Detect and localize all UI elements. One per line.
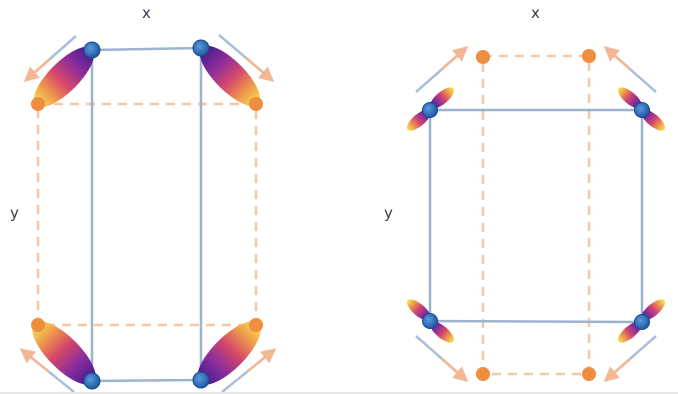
right-panel (406, 46, 666, 382)
orange-node (582, 49, 596, 63)
blue-node (634, 102, 650, 118)
left-orange-nodes (31, 97, 263, 332)
lobe-bottom-left-b (429, 321, 455, 343)
blue-node (192, 371, 210, 389)
bottom-divider (0, 392, 678, 394)
right-y-axis-label: y (384, 204, 393, 222)
lobe-bottom-left (32, 321, 96, 385)
orange-node (31, 97, 45, 111)
blue-node (634, 314, 650, 330)
lobe-bottom-right-a (640, 299, 666, 321)
orange-node (249, 97, 263, 111)
blue-node (83, 372, 101, 390)
lobe-top-left-a (429, 87, 455, 109)
right-arrows (415, 46, 657, 382)
orange-node (476, 367, 490, 381)
arrow-top-right-head (603, 46, 631, 70)
blue-node (192, 39, 210, 57)
lobe-top-left (33, 46, 95, 108)
left-y-axis-label: y (10, 204, 19, 222)
blue-node (422, 313, 438, 329)
blue-node (83, 41, 101, 59)
arrow-top-right-head (245, 57, 275, 82)
arrow-bottom-right-head (247, 348, 277, 372)
arrow-top-left-head (23, 58, 51, 82)
arrow-bottom-right-head (603, 358, 631, 382)
left-x-axis-label: x (142, 4, 151, 22)
right-solid-frame (428, 108, 644, 324)
right-orange-nodes (476, 49, 596, 381)
left-blue-nodes (83, 39, 210, 390)
blue-node (422, 102, 438, 118)
orange-node (476, 50, 490, 64)
arrow-bottom-left-head (441, 358, 469, 382)
left-arrows (19, 34, 277, 393)
lobe-top-right-a (617, 87, 643, 109)
left-dashed-frame (36, 102, 258, 327)
orange-node (582, 367, 596, 381)
right-lobes (406, 87, 666, 343)
orange-node (249, 318, 263, 332)
right-blue-nodes (422, 102, 650, 330)
left-solid-frame (90, 46, 203, 383)
lobe-bottom-right (197, 321, 261, 385)
right-dashed-frame (481, 54, 591, 376)
left-panel (19, 34, 277, 393)
left-lobes (32, 45, 261, 385)
arrow-bottom-left-head (19, 348, 49, 372)
lobe-top-right (199, 45, 261, 107)
arrow-top-left-head (441, 46, 469, 70)
right-x-axis-label: x (531, 4, 540, 22)
orange-node (31, 318, 45, 332)
